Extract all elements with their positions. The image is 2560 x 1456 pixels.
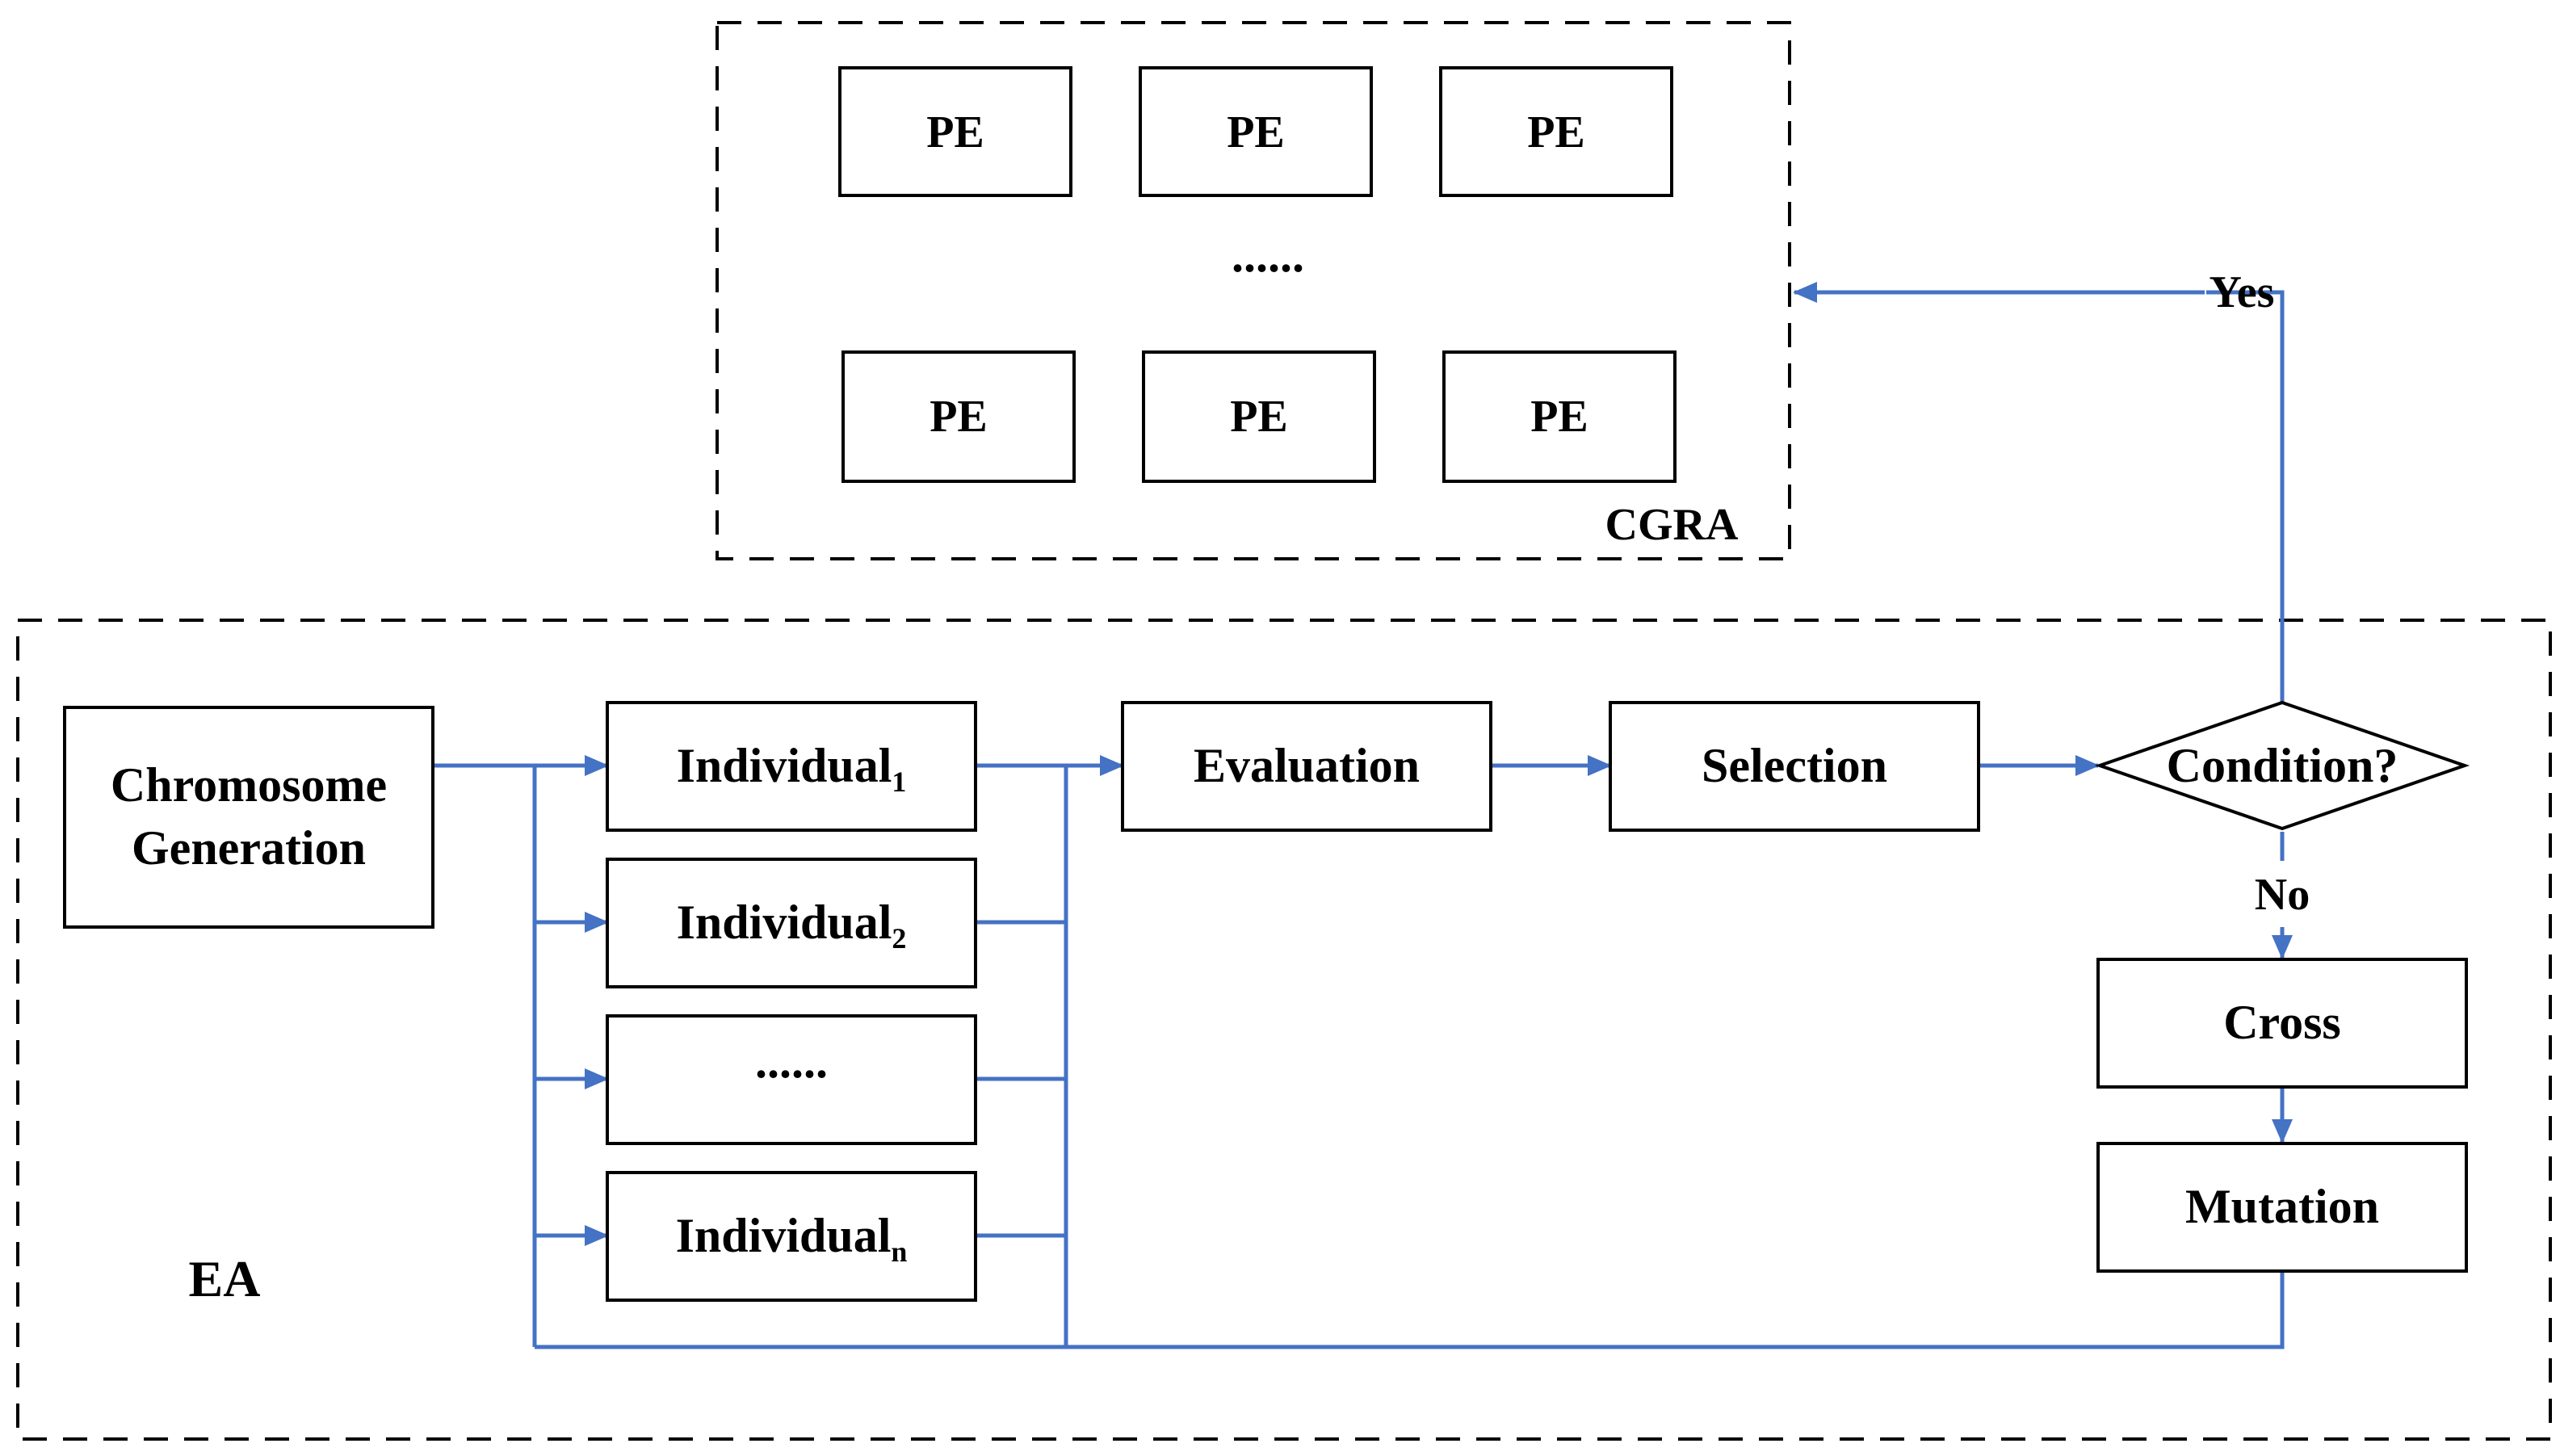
mutation-label: Mutation bbox=[2185, 1180, 2379, 1233]
pe-box bbox=[838, 66, 1072, 197]
ea-label: EA bbox=[189, 1250, 261, 1307]
individual-label: Individual2 bbox=[677, 896, 907, 955]
ea-container: EA bbox=[16, 619, 2552, 1441]
pe-box bbox=[1139, 66, 1373, 197]
no-label: No bbox=[2255, 870, 2310, 920]
individual-node: Individualn bbox=[606, 1171, 977, 1302]
evaluation-node: Evaluation bbox=[1121, 701, 1492, 832]
condition-node: Condition? bbox=[2094, 700, 2470, 831]
chromosome-generation-box bbox=[63, 706, 434, 929]
pe-label: PE bbox=[930, 392, 988, 442]
individual-label: Individualn bbox=[676, 1209, 908, 1268]
connectors bbox=[433, 282, 2293, 1349]
evaluation-label: Evaluation bbox=[1194, 739, 1420, 792]
pe-label: PE bbox=[1530, 392, 1588, 442]
pe-label: PE bbox=[1227, 107, 1285, 157]
yes-path bbox=[2206, 290, 2285, 703]
individual-node: Individual2 bbox=[606, 858, 977, 988]
selection-label: Selection bbox=[1702, 739, 1887, 792]
chromosome-generation-node: Chromosome Generation bbox=[63, 706, 434, 929]
mutation-box bbox=[2096, 1142, 2468, 1273]
individual-box bbox=[606, 1171, 977, 1302]
selection-box bbox=[1609, 701, 1980, 832]
chromosome-generation-label: Generation bbox=[132, 821, 366, 875]
loop-back-path bbox=[535, 1271, 2285, 1349]
pe-label: PE bbox=[1230, 392, 1288, 442]
pe-box bbox=[1142, 350, 1376, 483]
evaluation-box bbox=[1121, 701, 1492, 832]
pe-label: PE bbox=[926, 107, 984, 157]
selection-node: Selection bbox=[1609, 701, 1980, 832]
cgra-label: CGRA bbox=[1605, 500, 1739, 550]
pe-box bbox=[1442, 350, 1677, 483]
condition-diamond bbox=[2094, 700, 2470, 831]
individual-box bbox=[606, 701, 977, 832]
individual-label: Individual1 bbox=[677, 739, 907, 798]
ea-border bbox=[16, 619, 2552, 1441]
yes-label: Yes bbox=[2210, 267, 2275, 317]
pe-ellipsis: ...... bbox=[1232, 229, 1304, 282]
cross-label: Cross bbox=[2223, 996, 2341, 1049]
cgra-border bbox=[716, 21, 1791, 560]
condition-label: Condition? bbox=[2167, 739, 2398, 792]
individual-box bbox=[606, 1014, 977, 1145]
chromosome-generation-label: Chromosome bbox=[111, 758, 387, 812]
individual-ellipsis: ...... bbox=[755, 1034, 828, 1088]
pe-label: PE bbox=[1527, 107, 1585, 157]
individual-box bbox=[606, 858, 977, 988]
cgra-container: CGRA PE PE PE ...... PE PE PE bbox=[716, 21, 1791, 560]
pe-box bbox=[1439, 66, 1673, 197]
pe-box bbox=[841, 350, 1076, 483]
mutation-node: Mutation bbox=[2096, 1142, 2468, 1273]
individual-node: Individual1 bbox=[606, 701, 977, 832]
cross-box bbox=[2096, 958, 2468, 1089]
individual-node: ...... bbox=[606, 1014, 977, 1145]
cross-node: Cross bbox=[2096, 958, 2468, 1089]
